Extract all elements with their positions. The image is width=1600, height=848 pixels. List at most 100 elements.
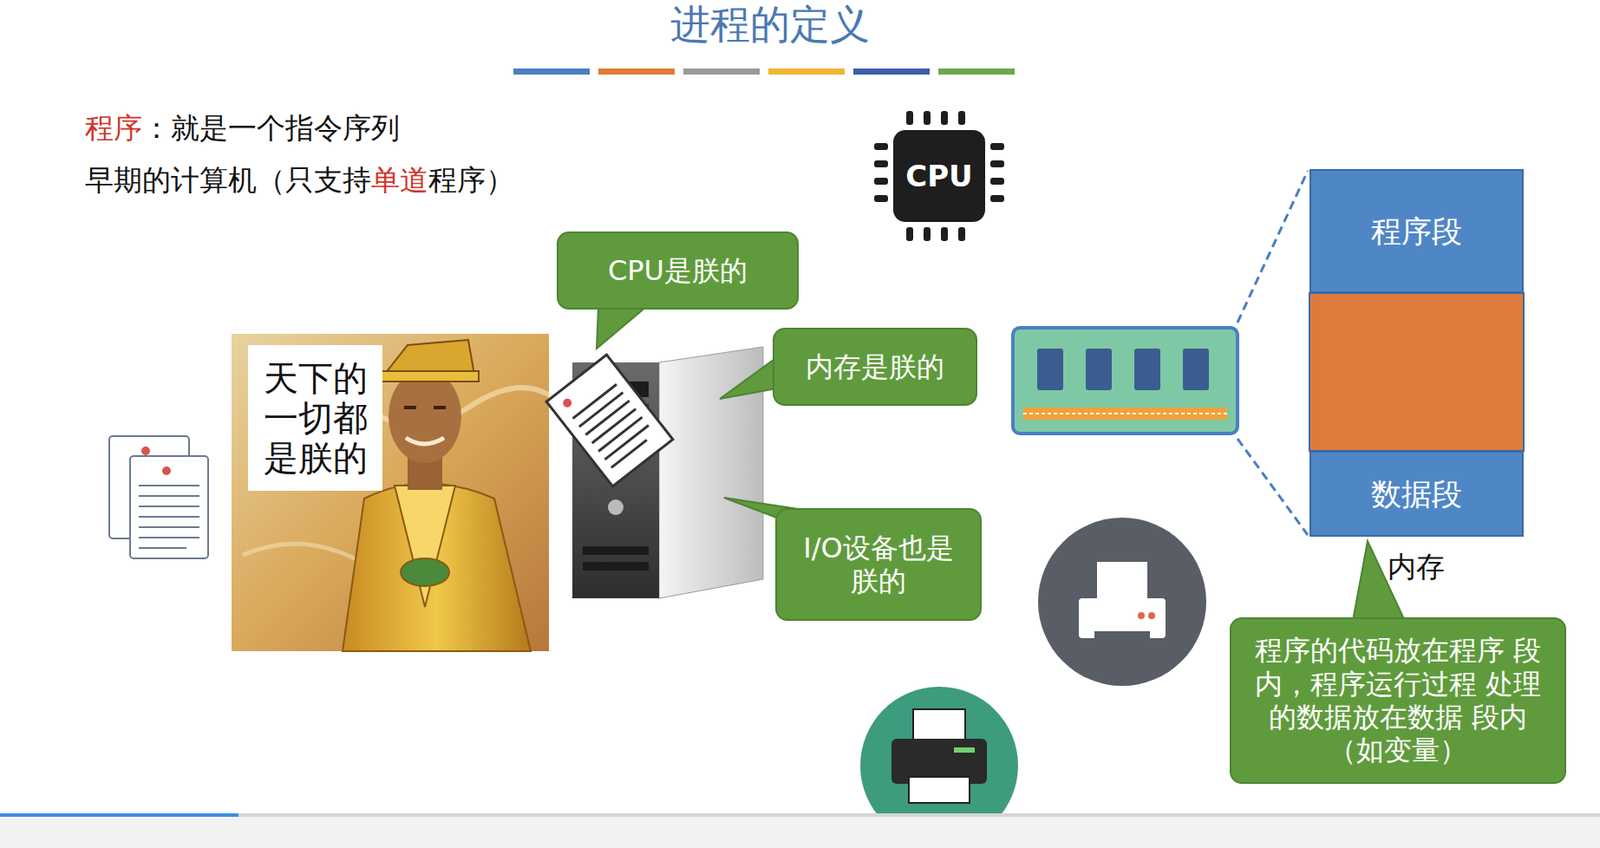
cpu-chip	[940, 227, 948, 242]
memory-leader-lines	[1237, 170, 1308, 536]
chip-label: CPU	[905, 158, 973, 195]
computer-tower	[607, 499, 624, 516]
computer-tower	[546, 354, 673, 487]
emperor-picture	[400, 558, 450, 587]
speech-callout: 内存是朕的	[772, 327, 978, 406]
ram-stick	[1012, 327, 1238, 434]
definition-term: 程序	[84, 111, 143, 146]
documents-icon	[130, 456, 209, 559]
computer-tower	[546, 354, 673, 487]
cpu-chip	[923, 111, 931, 125]
computer-tower	[582, 561, 649, 571]
cpu-chip	[874, 111, 1005, 242]
cpu-chip	[940, 111, 948, 125]
cpu-chip	[874, 160, 889, 168]
node-text: I/O设备也是 朕的	[792, 531, 965, 599]
emperor-picture	[394, 485, 456, 608]
ram-stick	[1134, 348, 1161, 391]
emperor-picture	[388, 369, 462, 464]
cpu-chip	[906, 111, 914, 125]
callout-tails	[719, 357, 778, 399]
title-underline	[683, 68, 760, 75]
node-text: 数据段	[1371, 476, 1463, 513]
printer-icon	[1038, 517, 1207, 686]
memory-free-segment	[1309, 293, 1524, 451]
computer-tower	[546, 346, 764, 599]
documents-icon	[138, 526, 200, 529]
ram-stick	[1012, 327, 1238, 434]
printer-icon	[953, 747, 975, 753]
ram-stick	[1182, 348, 1209, 391]
memory-segment: 程序段	[1309, 169, 1524, 294]
emperor-picture	[378, 371, 479, 382]
memory-leader-lines	[1237, 170, 1308, 323]
title-underline	[768, 68, 845, 75]
documents-icon	[138, 515, 200, 518]
documents-icon	[138, 547, 187, 549]
documents-icon	[162, 466, 171, 476]
speech-callout: 程序的代码放在程序 段内，程序运行过程 处理的数据放在数据 段内（如变量）	[1229, 617, 1567, 784]
computer-tower	[561, 397, 574, 410]
memory-leader-lines	[1237, 438, 1308, 536]
speech-callout: CPU是朕的	[556, 231, 799, 310]
node-text: 内存是朕的	[805, 350, 945, 384]
documents-icon	[109, 436, 209, 559]
node-text: 程序的代码放在程序 段内，程序运行过程 处理的数据放在数据 段内（如变量）	[1247, 633, 1549, 768]
documents-icon	[141, 446, 151, 456]
ram-stick	[1085, 348, 1112, 391]
note-highlight: 单道	[371, 163, 429, 198]
computer-tower	[611, 439, 647, 468]
title-underline	[513, 68, 590, 75]
emperor-picture	[231, 333, 556, 652]
ram-stick	[1023, 407, 1228, 420]
documents-icon	[138, 484, 200, 487]
memory-segment: 数据段	[1309, 450, 1524, 537]
cpu-chip	[874, 195, 889, 203]
meme-caption-box: 天下的 一切都 是朕的	[248, 345, 383, 491]
cpu-chip	[874, 177, 889, 185]
node-text: 程序段	[1371, 213, 1463, 250]
cpu-chip	[958, 111, 966, 125]
player-bar	[0, 813, 1600, 848]
cpu-chip	[906, 227, 914, 242]
title-underline	[598, 68, 675, 75]
documents-icon	[138, 485, 200, 549]
emperor-picture	[404, 405, 446, 410]
player-bar	[0, 813, 1600, 817]
memory-label: 内存	[1387, 549, 1445, 585]
node-text: 天下的 一切都 是朕的	[256, 358, 374, 478]
ram-stick	[1023, 412, 1228, 415]
note-text: 程序）	[428, 163, 515, 198]
printer-icon	[1137, 612, 1145, 620]
player-bar	[0, 813, 239, 817]
cpu-chip	[893, 130, 986, 223]
title-underline	[513, 68, 1015, 75]
cpu-chip	[990, 143, 1005, 151]
callout-tails	[596, 306, 1405, 621]
cpu-chip	[923, 227, 931, 242]
page-title: 进程的定义	[670, 1, 870, 48]
cpu-chip	[990, 195, 1005, 203]
definition-text: ：就是一个指令序列	[142, 111, 400, 146]
printer-icon	[1038, 517, 1207, 686]
emperor-picture	[342, 483, 531, 653]
note-text: 早期的计算机（只支持	[84, 163, 372, 198]
ram-stick	[1037, 348, 1064, 391]
cpu-chip	[990, 177, 1005, 185]
computer-tower	[582, 546, 649, 556]
documents-icon	[138, 505, 200, 508]
documents-icon	[138, 536, 200, 539]
cpu-chip	[990, 160, 1005, 168]
speech-callout: I/O设备也是 朕的	[775, 508, 982, 621]
callout-tails	[596, 306, 647, 349]
printer-icon	[1148, 612, 1156, 620]
emperor-picture	[405, 437, 445, 445]
emperor-picture	[231, 333, 549, 652]
ram-stick	[1037, 348, 1209, 391]
cpu-chip	[958, 227, 966, 242]
node-text: CPU是朕的	[607, 254, 748, 288]
documents-icon	[138, 495, 200, 497]
player-bar	[0, 816, 1600, 848]
cpu-chip	[874, 111, 1005, 242]
